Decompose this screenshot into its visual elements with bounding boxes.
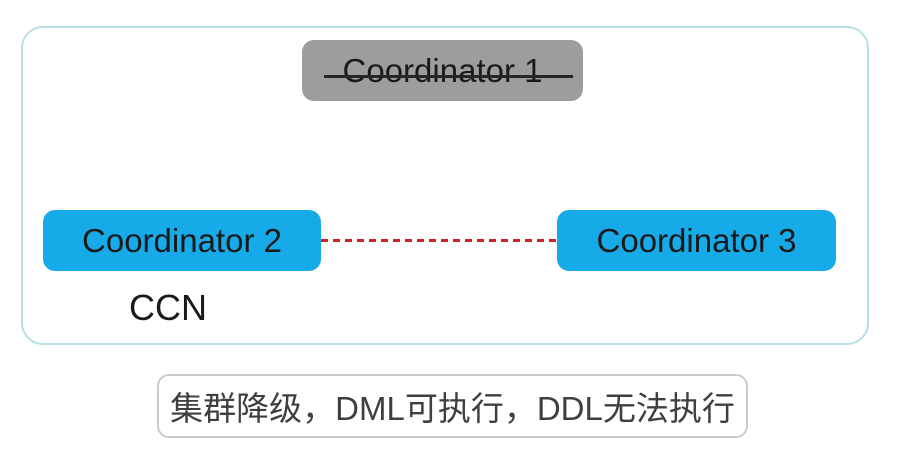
caption-text: 集群降级，DML可执行，DDL无法执行 xyxy=(170,390,735,427)
node-coordinator-3-label: Coordinator 3 xyxy=(596,221,797,259)
ccn-label: CCN xyxy=(129,287,207,328)
node-coordinator-2: Coordinator 2 xyxy=(43,210,321,271)
caption-box: 集群降级，DML可执行，DDL无法执行 xyxy=(157,374,748,438)
node-coordinator-1-label: Coordinator 1 xyxy=(342,51,543,89)
node-coordinator-3: Coordinator 3 xyxy=(557,210,836,271)
dashed-link-line xyxy=(321,239,557,242)
node-coordinator-1: Coordinator 1 xyxy=(302,40,583,101)
node-coordinator-2-label: Coordinator 2 xyxy=(82,221,282,259)
